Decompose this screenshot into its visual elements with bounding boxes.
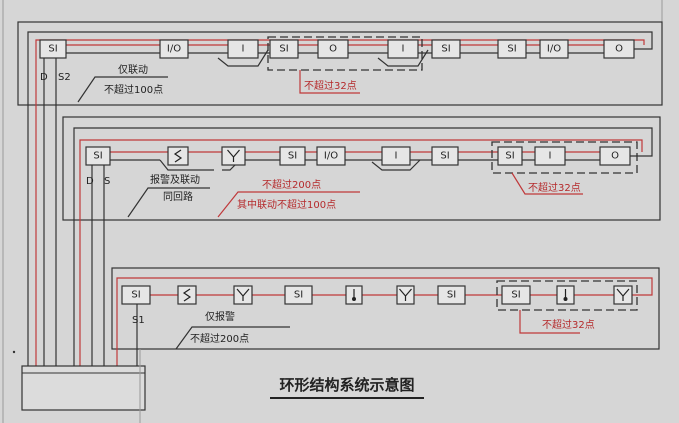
- device-si-box: SI: [497, 39, 527, 59]
- device-i-box: I: [387, 39, 419, 59]
- device-label: I: [549, 151, 552, 162]
- device-io-box: I/O: [316, 146, 346, 166]
- loop-1-group-note: 不超过32点: [304, 79, 357, 92]
- terminal-s2: S2: [58, 72, 71, 83]
- loop-3-note-bottom: 不超过200点: [190, 332, 249, 345]
- loop-3-group-note: 不超过32点: [542, 318, 595, 331]
- loop-3-red-line: [116, 277, 653, 366]
- device-label: I/O: [547, 44, 561, 55]
- device-label: I/O: [167, 44, 181, 55]
- device-si-box: SI: [279, 146, 306, 166]
- device-label: SI: [441, 44, 450, 55]
- loop-1-branch: [217, 49, 429, 67]
- loop-3-note-leader: [175, 326, 290, 350]
- terminal-s1: S1: [132, 315, 145, 326]
- device-i-box: I: [381, 146, 411, 166]
- loop-2-branch: [371, 159, 421, 171]
- thermometer-icon: [556, 285, 575, 305]
- device-si-box: SI: [437, 285, 466, 305]
- device-label: SI: [131, 290, 140, 301]
- loop-3-note-top: 仅报警: [205, 310, 235, 323]
- device-label: O: [329, 44, 337, 55]
- diagram-title: 环形结构系统示意图: [279, 376, 414, 394]
- device-label: O: [611, 151, 619, 162]
- loop-2-return-line: [73, 127, 653, 366]
- device-label: I: [242, 44, 245, 55]
- device-io-box: I/O: [159, 39, 189, 59]
- device-label: I/O: [324, 151, 338, 162]
- terminal-s: S: [104, 176, 110, 187]
- device-label: SI: [507, 44, 516, 55]
- loop-1-drop-lines: [43, 58, 57, 366]
- device-label: SI: [288, 151, 297, 162]
- device-si-box: SI: [39, 39, 67, 59]
- loop-2-group-note: 不超过32点: [528, 181, 581, 194]
- loop-2-red-note-2: 其中联动不超过100点: [237, 198, 336, 211]
- loop-1-group-32: [267, 36, 423, 71]
- device-si-box: SI: [501, 285, 531, 305]
- device-si-box: SI: [284, 285, 313, 305]
- loop-1-return-line: [27, 31, 653, 366]
- device-label: SI: [440, 151, 449, 162]
- heat-detector-icon: [233, 285, 253, 305]
- device-label: SI: [511, 290, 520, 301]
- loop-3-frame: [111, 267, 660, 350]
- terminal-d: D: [40, 72, 48, 83]
- loop-2-note-top: 报警及联动: [150, 173, 200, 186]
- loop-2-drop-lines: [91, 165, 105, 366]
- loop-1-note-leader: [77, 76, 168, 103]
- loop-3-group-leader: [519, 310, 580, 334]
- heat-detector-icon: [613, 285, 633, 305]
- device-label: SI: [505, 151, 514, 162]
- terminal-d: D: [86, 176, 94, 187]
- heat-detector-icon: [221, 146, 246, 166]
- device-label: I: [402, 44, 405, 55]
- device-o-box: O: [599, 146, 631, 166]
- device-o-box: O: [317, 39, 349, 59]
- dot: [12, 350, 16, 354]
- loop-2-red-line: [79, 139, 643, 366]
- device-label: I: [395, 151, 398, 162]
- loop-3: SI SI SI SI S1 仅报警 不超过200点 不超过32点: [111, 267, 660, 366]
- loop-1-group-leader: [299, 70, 360, 94]
- loop-2-red-leader: [217, 191, 360, 218]
- device-label: SI: [93, 151, 102, 162]
- smoke-detector-icon: [177, 285, 197, 305]
- loop-1-note-bottom: 不超过100点: [104, 83, 163, 96]
- device-label: SI: [279, 44, 288, 55]
- loop-2-group-32: [491, 141, 638, 174]
- device-o-box: O: [603, 39, 635, 59]
- loop-2-red-note-1: 不超过200点: [262, 178, 321, 191]
- loop-2-frame: [62, 116, 661, 221]
- device-label: SI: [294, 290, 303, 301]
- loop-1-note-top: 仅联动: [118, 64, 148, 76]
- device-io-box: I/O: [539, 39, 569, 59]
- device-si-box: SI: [269, 39, 299, 59]
- loop-2-note-leader: [127, 187, 210, 218]
- device-i-box: I: [534, 146, 566, 166]
- loop-1-frame: [17, 21, 663, 106]
- smoke-detector-icon: [167, 146, 189, 166]
- loop-2-group-leader: [511, 172, 583, 195]
- heat-detector-icon: [396, 285, 415, 305]
- device-si-box: SI: [121, 285, 151, 305]
- device-si-box: SI: [431, 146, 459, 166]
- thermometer-icon: [345, 285, 363, 305]
- device-i-box: I: [227, 39, 259, 59]
- device-label: SI: [447, 290, 456, 301]
- loop-2-note-bottom: 同回路: [163, 190, 193, 203]
- controller-box: [21, 365, 146, 411]
- device-si-box: SI: [85, 146, 111, 166]
- device-label: SI: [48, 44, 57, 55]
- device-si-box: SI: [497, 146, 523, 166]
- loop-2: SI SI I/O I SI SI I O D S 报警及联动 同回路 不超过200点 其中联…: [62, 116, 661, 366]
- device-label: O: [615, 44, 623, 55]
- device-si-box: SI: [431, 39, 461, 59]
